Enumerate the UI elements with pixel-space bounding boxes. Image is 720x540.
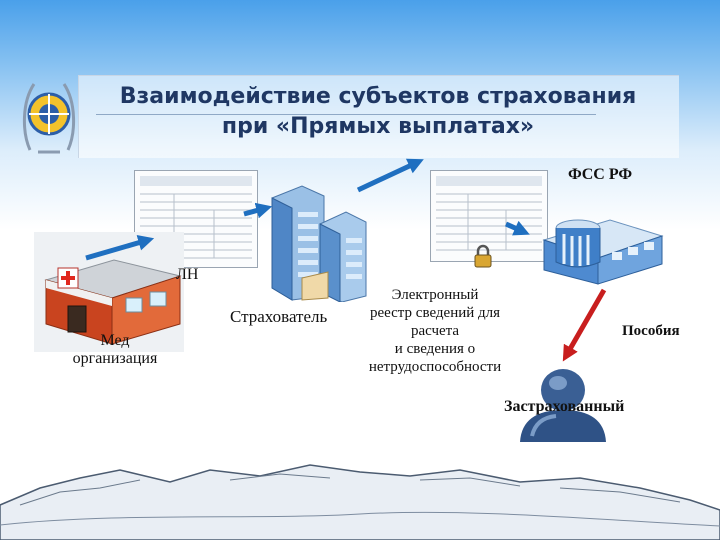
title-underline xyxy=(96,114,596,115)
registry-line-1: Электронный xyxy=(391,287,479,303)
registry-line-5: нетрудоспособности xyxy=(368,359,502,375)
med-org-label: Мед организация xyxy=(40,332,190,368)
arrow-form-to-insurer xyxy=(243,202,273,219)
registry-line-4: и сведения о xyxy=(394,341,476,357)
registry-label: Электронный реестр сведений для расчета … xyxy=(340,286,530,376)
fss-emblem-icon xyxy=(22,83,76,154)
title-line-2: при «Прямых выплатах» xyxy=(221,114,535,139)
arrow-fss-to-insured xyxy=(562,288,607,362)
insured-label: Застрахованный xyxy=(504,398,625,415)
fss-building-icon xyxy=(542,219,664,285)
sick-leave-form-icon xyxy=(134,170,258,268)
person-icon xyxy=(520,369,606,442)
title-line-1: Взаимодействие субъектов страхования xyxy=(119,84,637,109)
registry-line-3: расчета xyxy=(410,323,460,339)
arrow-insurer-to-registry xyxy=(356,158,424,193)
med-org-line-2: организация xyxy=(72,350,158,367)
arrow-registry-to-fss xyxy=(504,220,530,236)
fss-label: ФСС РФ xyxy=(568,166,633,183)
benefits-label: Пособия xyxy=(622,323,680,339)
insurer-label: Страхователь xyxy=(230,307,328,326)
slide-title: Взаимодействие субъектов страхования при… xyxy=(78,82,678,142)
title-box xyxy=(78,75,679,158)
med-org-line-1: Мед xyxy=(100,332,130,349)
registry-line-2: реестр сведений для xyxy=(369,305,501,321)
lock-icon xyxy=(474,244,492,268)
arrow-med-to-form xyxy=(85,234,155,261)
sick-leave-form-icon xyxy=(430,170,548,262)
office-buildings-icon xyxy=(271,185,367,302)
ln-label: ЛН xyxy=(176,266,199,283)
